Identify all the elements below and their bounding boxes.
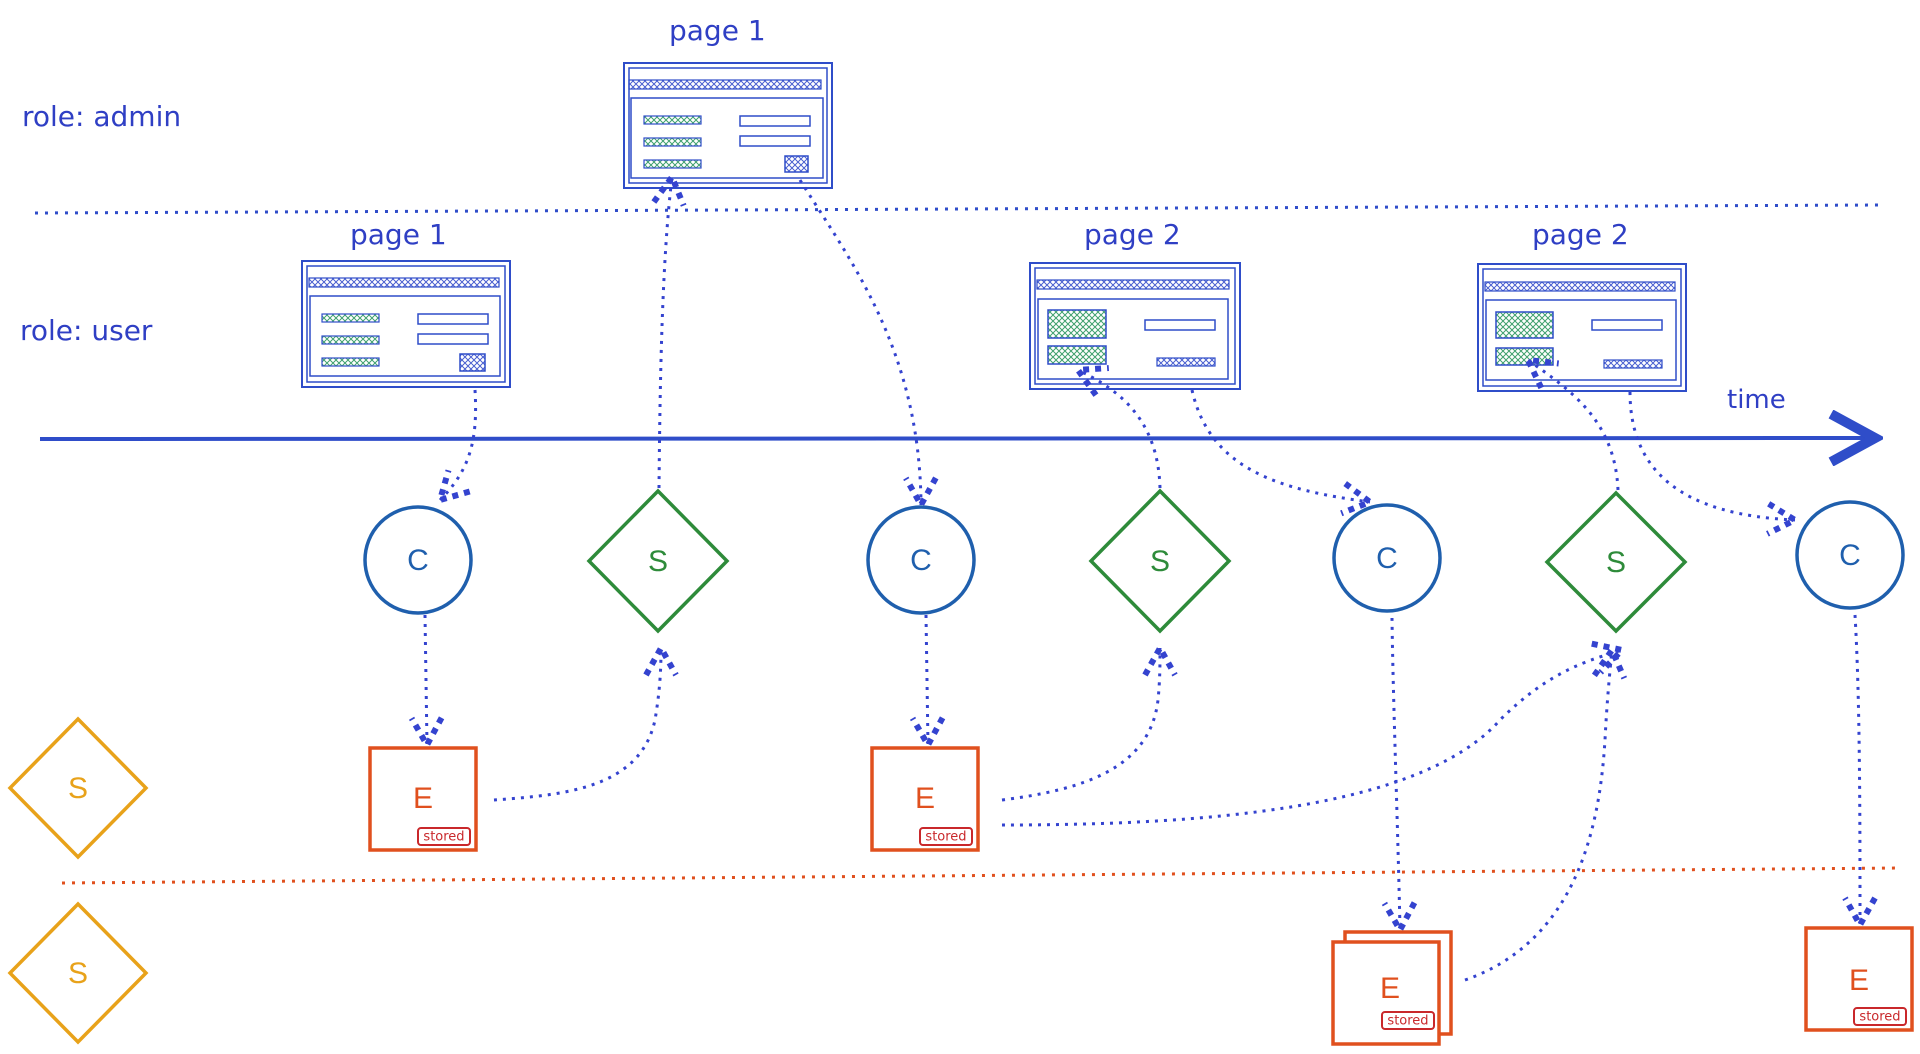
user-page2a-window: page 2	[1029, 218, 1241, 390]
stored-tag	[919, 827, 973, 846]
c-node-3-label: C	[1376, 542, 1398, 575]
arrow-page1-to-c1	[440, 389, 478, 500]
arrow-c3-to-e3	[1392, 617, 1400, 930]
arrow-s1-to-admin-page	[659, 177, 672, 489]
role-user-label: role: user	[20, 314, 153, 347]
e-node-3: E stored	[1331, 930, 1453, 1046]
user-page1-window: page 1	[301, 218, 511, 388]
arrow-e1-to-s1	[493, 648, 661, 802]
c-node-2: C	[866, 505, 976, 615]
admin-page1-title: page 1	[669, 14, 766, 47]
e-node-1-label: E	[413, 782, 433, 815]
e-node-3-label: E	[1380, 972, 1400, 1005]
c-node-4-label: C	[1839, 539, 1861, 572]
store-node-2: S	[7, 901, 149, 1045]
e-node-4-label: E	[1849, 964, 1869, 997]
user-page2b-title: page 2	[1532, 218, 1629, 251]
stored-tag	[1853, 1007, 1907, 1026]
store-node-1-label: S	[68, 772, 88, 805]
e-node-1: E stored	[368, 746, 478, 852]
e-node-1-tag: stored	[423, 830, 464, 845]
time-axis	[39, 438, 1875, 439]
store-separator-line	[61, 866, 1901, 885]
c-node-1-label: C	[407, 544, 429, 577]
stored-tag	[417, 827, 471, 846]
c-node-2-label: C	[910, 544, 932, 577]
s-node-1-label: S	[648, 545, 668, 578]
c-node-1: C	[363, 505, 473, 615]
user-page2b-window: page 2	[1477, 218, 1687, 392]
stored-tag	[1381, 1011, 1435, 1030]
s-node-3: S	[1544, 490, 1688, 634]
e-node-4-tag: stored	[1859, 1010, 1900, 1025]
s-node-2: S	[1088, 488, 1232, 634]
time-label: time	[1727, 385, 1786, 415]
user-page2a-title: page 2	[1084, 218, 1181, 251]
arrow-page2b-to-c4	[1628, 391, 1795, 520]
s-node-2-label: S	[1150, 545, 1170, 578]
user-page1-title: page 1	[350, 218, 447, 251]
arrow-admin-page-to-c2	[798, 179, 921, 505]
connector-arrows	[425, 177, 1860, 982]
arrow-c1-to-e1	[425, 614, 427, 745]
arrow-page2a-to-c3	[1190, 389, 1370, 502]
role-admin-label: role: admin	[22, 100, 181, 133]
arrow-e2-to-s2	[1001, 648, 1160, 802]
arrow-s2-to-page2a	[1078, 370, 1162, 489]
c-node-4: C	[1795, 500, 1905, 610]
s-node-3-label: S	[1606, 546, 1626, 579]
arrow-e3-to-s3	[1464, 650, 1612, 982]
admin-page1-window: page 1	[623, 14, 833, 189]
s-node-1: S	[586, 488, 730, 634]
e-node-2-tag: stored	[925, 830, 966, 845]
arrow-c4-to-e4	[1855, 614, 1860, 925]
c-node-3: C	[1332, 503, 1442, 613]
arrow-c2-to-e2	[926, 614, 928, 745]
arrow-e2-to-s3	[1001, 650, 1622, 827]
store-node-1: S	[7, 716, 149, 860]
e-node-2-label: E	[915, 782, 935, 815]
role-separator-line	[34, 203, 1881, 215]
arrow-s3-to-page2b	[1528, 360, 1620, 491]
e-node-2: E stored	[870, 746, 980, 852]
e-node-4: E stored	[1804, 926, 1914, 1032]
e-node-3-tag: stored	[1387, 1014, 1428, 1029]
store-node-2-label: S	[68, 957, 88, 990]
